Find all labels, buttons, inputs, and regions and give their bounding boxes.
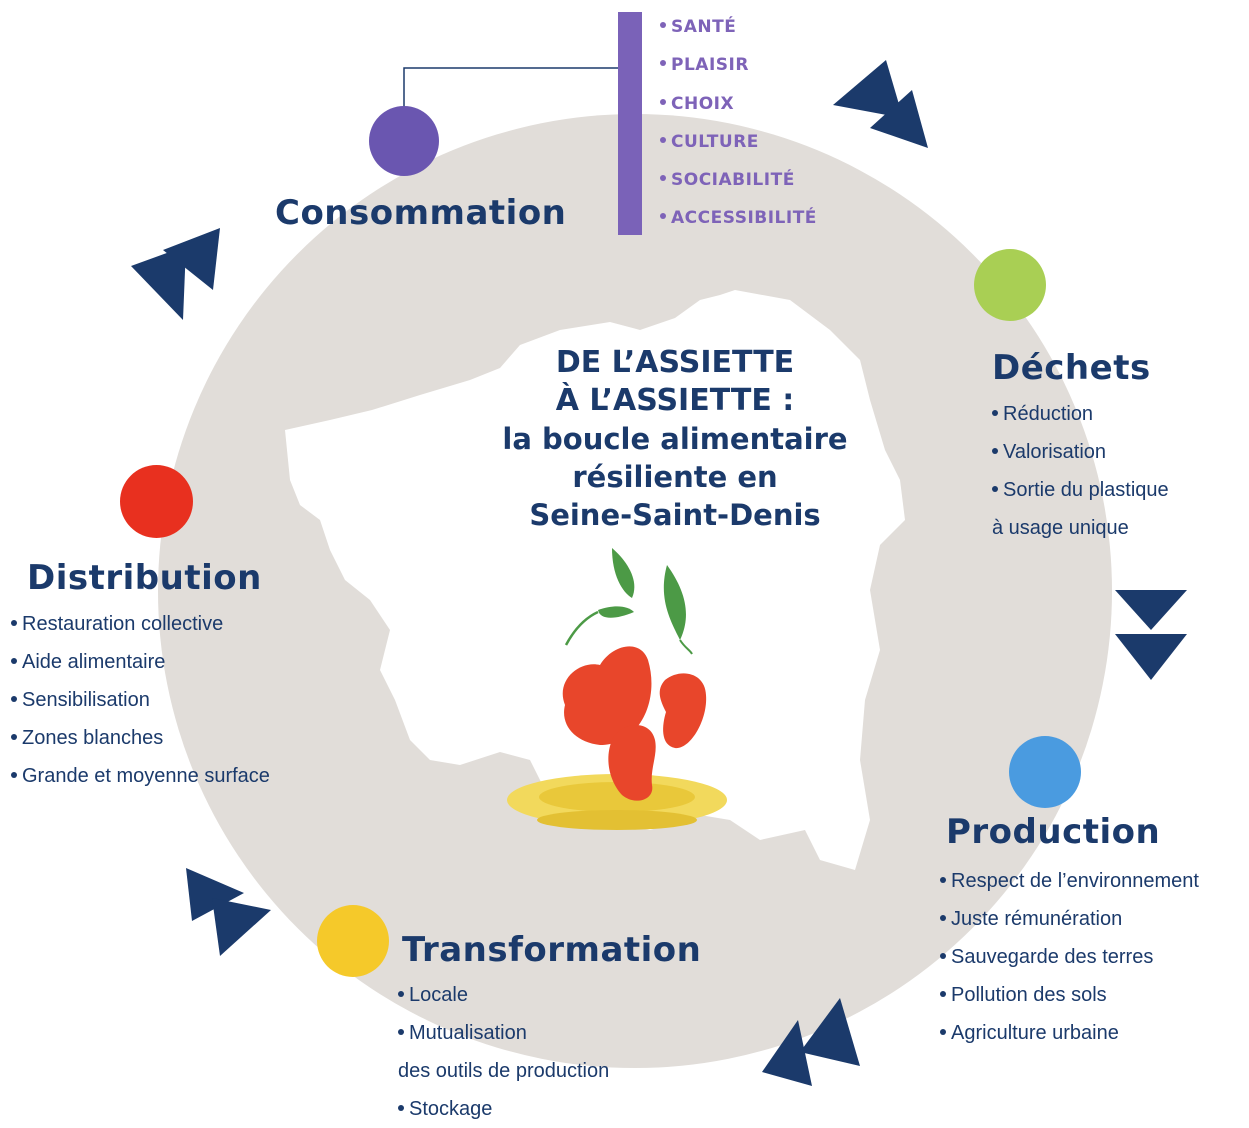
tomato-slice-1 bbox=[562, 646, 652, 745]
list-item: Locale bbox=[398, 976, 609, 1014]
plate-center bbox=[539, 782, 695, 812]
title-line-1: DE L’ASSIETTE bbox=[555, 345, 795, 380]
title-line-5: Seine-Saint-Denis bbox=[529, 498, 821, 532]
arrow-top-left bbox=[131, 228, 220, 320]
list-item: Sauvegarde des terres bbox=[940, 938, 1199, 976]
diagram-title: DE L’ASSIETTE À L’ASSIETTE : la boucle a… bbox=[400, 344, 950, 534]
arrow-top-right bbox=[833, 60, 928, 148]
dechets-dot bbox=[974, 249, 1046, 321]
value-item: CHOIX bbox=[660, 85, 817, 123]
list-item: Stockage bbox=[398, 1090, 609, 1128]
value-item: ACCESSIBILITÉ bbox=[660, 199, 817, 237]
list-item: Réduction bbox=[992, 395, 1169, 433]
arrow-bottom-right bbox=[762, 998, 860, 1086]
dechets-heading: Déchets bbox=[992, 348, 1151, 388]
production-list: Respect de l’environnement Juste rémunér… bbox=[940, 862, 1199, 1052]
consommation-heading: Consommation bbox=[275, 193, 567, 233]
list-item: Sortie du plastique bbox=[992, 471, 1169, 509]
title-line-2: À L’ASSIETTE : bbox=[555, 383, 795, 418]
consommation-values-list: SANTÉ PLAISIR CHOIX CULTURE SOCIABILITÉ … bbox=[660, 8, 817, 238]
value-item: PLAISIR bbox=[660, 46, 817, 84]
title-line-4: résiliente en bbox=[572, 460, 778, 494]
transformation-dot bbox=[317, 905, 389, 977]
list-item: Valorisation bbox=[992, 433, 1169, 471]
tomato-slice-2 bbox=[659, 673, 707, 749]
production-heading: Production bbox=[946, 812, 1161, 852]
list-item: Aide alimentaire bbox=[11, 643, 270, 681]
green-pepper-2 bbox=[663, 565, 686, 640]
value-item: SOCIABILITÉ bbox=[660, 161, 817, 199]
title-line-3: la boucle alimentaire bbox=[502, 422, 848, 456]
production-dot bbox=[1009, 736, 1081, 808]
green-pepper-3 bbox=[598, 606, 634, 618]
list-item: Restauration collective bbox=[11, 605, 270, 643]
tomato-slice-3 bbox=[608, 724, 656, 801]
consommation-dot bbox=[369, 106, 439, 176]
list-item: Juste rémunération bbox=[940, 900, 1199, 938]
list-item: Agriculture urbaine bbox=[940, 1014, 1199, 1052]
list-item-continuation: à usage unique bbox=[992, 517, 1129, 539]
distribution-heading: Distribution bbox=[27, 558, 262, 598]
transformation-heading: Transformation bbox=[402, 930, 702, 970]
list-item: Sensibilisation bbox=[11, 681, 270, 719]
arrow-bottom-left bbox=[186, 868, 271, 956]
value-item: SANTÉ bbox=[660, 8, 817, 46]
list-item: Zones blanches bbox=[11, 719, 270, 757]
transformation-list: Locale Mutualisation des outils de produ… bbox=[398, 976, 609, 1128]
value-item: CULTURE bbox=[660, 123, 817, 161]
consommation-values-bar bbox=[618, 12, 642, 235]
consommation-connector bbox=[403, 67, 618, 108]
list-item: Mutualisation bbox=[398, 1014, 609, 1052]
dechets-list: Réduction Valorisation Sortie du plastiq… bbox=[992, 395, 1169, 547]
department-map-silhouette bbox=[285, 290, 905, 870]
list-item: Respect de l’environnement bbox=[940, 862, 1199, 900]
list-item-continuation: des outils de production bbox=[398, 1060, 610, 1082]
distribution-list: Restauration collective Aide alimentaire… bbox=[11, 605, 270, 795]
arrow-right bbox=[1115, 590, 1187, 680]
list-item: Grande et moyenne surface bbox=[11, 757, 270, 795]
distribution-dot bbox=[120, 465, 193, 538]
list-item: Pollution des sols bbox=[940, 976, 1199, 1014]
green-pepper-1 bbox=[612, 548, 635, 598]
